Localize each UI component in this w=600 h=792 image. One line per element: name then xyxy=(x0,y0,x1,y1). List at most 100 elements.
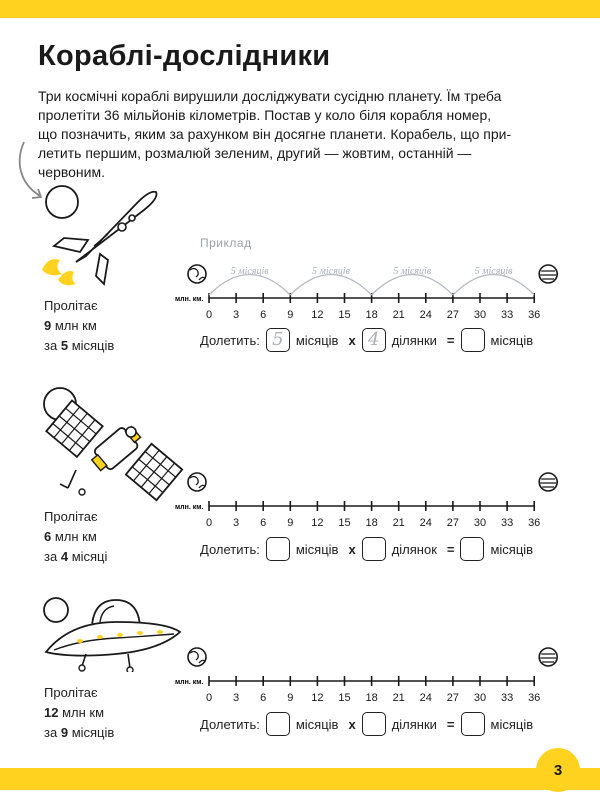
tick-label: 9 xyxy=(287,309,293,320)
time-unit: місяців xyxy=(71,338,115,353)
rocket-flame-icon xyxy=(42,259,76,286)
example-arc xyxy=(289,274,373,296)
tick-label: 9 xyxy=(287,692,293,704)
multiply-sign: x xyxy=(348,332,356,348)
equation-2: Долетить: місяців x ділянок = місяців xyxy=(200,537,537,561)
equals-sign: = xyxy=(446,541,455,557)
arc-label: 5 місяців xyxy=(393,266,432,277)
ship1-caption: Пролітає 9 млн км за 5 місяців xyxy=(44,296,114,356)
tick-label: 12 xyxy=(311,692,323,704)
equation-3: Долетить: місяців x ділянки = місяців xyxy=(200,712,537,736)
axis-unit-label: млн. км. xyxy=(175,296,203,303)
curved-arrow-icon xyxy=(18,141,43,199)
earth-icon xyxy=(187,647,207,667)
distance-value: 12 xyxy=(44,705,59,720)
ufo-icon xyxy=(44,599,182,672)
tick-label: 27 xyxy=(447,309,459,320)
tick-label: 30 xyxy=(474,309,486,320)
intro-line: Три космічні кораблі вирушили досліджува… xyxy=(38,88,502,104)
answer-box-result[interactable] xyxy=(460,537,485,561)
answer-box-result[interactable] xyxy=(460,328,485,352)
tick-label: 3 xyxy=(233,692,239,704)
tick-label: 33 xyxy=(501,309,513,320)
time-value: 4 xyxy=(60,549,69,564)
equation-lead: Долетить: xyxy=(200,716,260,732)
tick-label: 18 xyxy=(365,309,377,320)
time-prefix: за xyxy=(44,338,58,353)
equals-sign: = xyxy=(446,332,455,348)
time-prefix: за xyxy=(44,725,58,740)
answer-box-months[interactable]: 5 xyxy=(265,328,290,352)
ship2-caption: Пролітає 6 млн км за 4 місяці xyxy=(44,507,107,567)
tick-label: 33 xyxy=(501,692,513,704)
equation-1: Долетить: 5 місяців x 4 ділянки = місяці… xyxy=(200,328,537,352)
intro-line: пролетіти 36 мільйонів кілометрів. Поста… xyxy=(38,107,492,123)
example-arc xyxy=(452,274,535,296)
answer-box-months[interactable] xyxy=(265,537,290,561)
tick-label: 18 xyxy=(365,692,377,704)
tick-label: 30 xyxy=(474,692,486,704)
answer-box-segments[interactable]: 4 xyxy=(361,328,386,352)
planet-icon xyxy=(538,472,559,492)
tick-label: 12 xyxy=(311,517,323,529)
equation-unit: місяців xyxy=(490,332,534,348)
time-value: 5 xyxy=(60,338,69,353)
arc-label: 5 місяців xyxy=(475,266,514,277)
tick-label: 24 xyxy=(420,517,432,529)
tick-label: 6 xyxy=(260,692,266,704)
earth-icon xyxy=(187,472,207,492)
page-title: Кораблі-дослідники xyxy=(38,40,331,72)
tick-label: 21 xyxy=(393,309,405,320)
tick-label: 3 xyxy=(233,517,239,529)
time-value: 9 xyxy=(60,725,69,740)
answer-box-segments[interactable] xyxy=(361,537,386,561)
equation-lead: Долетить: xyxy=(200,541,260,557)
answer-box-result[interactable] xyxy=(460,712,485,736)
tick-label: 15 xyxy=(338,517,350,529)
equation-unit: місяців xyxy=(490,716,534,732)
tick-label: 36 xyxy=(528,309,540,320)
bottom-band xyxy=(0,768,600,790)
time-unit: місяців xyxy=(71,725,115,740)
distance-value: 9 xyxy=(44,318,52,333)
top-band xyxy=(0,0,600,18)
tick-label: 21 xyxy=(393,692,405,704)
tick-label: 0 xyxy=(206,309,212,320)
example-arc xyxy=(371,274,454,296)
axis-unit-label: млн. км. xyxy=(175,679,203,686)
answer-box-segments[interactable] xyxy=(361,712,386,736)
tick-label: 12 xyxy=(311,309,323,320)
time-prefix: за xyxy=(44,549,58,564)
tick-label: 21 xyxy=(393,517,405,529)
example-label: Приклад xyxy=(200,236,252,250)
answer-box-months[interactable] xyxy=(265,712,290,736)
ufo-illustration xyxy=(43,597,182,672)
tick-label: 6 xyxy=(260,309,266,320)
tick-label: 33 xyxy=(501,517,513,529)
equation-unit: ділянки xyxy=(391,332,437,348)
tick-label: 15 xyxy=(338,692,350,704)
tick-label: 27 xyxy=(447,692,459,704)
equals-sign: = xyxy=(446,716,455,732)
planet-icon xyxy=(538,264,559,284)
example-arc xyxy=(208,274,291,296)
earth-icon xyxy=(187,264,207,284)
multiply-sign: x xyxy=(348,541,356,557)
planet-icon xyxy=(538,647,559,667)
arc-label: 5 місяців xyxy=(231,266,270,277)
distance-unit: млн км xyxy=(54,529,97,544)
tick-label: 18 xyxy=(365,517,377,529)
page-number: 3 xyxy=(536,748,580,792)
caption-prefix: Пролітає xyxy=(44,509,98,524)
moon-icon xyxy=(45,185,79,219)
caption-prefix: Пролітає xyxy=(44,298,98,313)
intro-text: Три космічні кораблі вирушили досліджува… xyxy=(38,87,573,182)
tick-label: 0 xyxy=(206,692,212,704)
rocket-illustration xyxy=(42,185,158,286)
equation-unit: місяців xyxy=(295,716,339,732)
tick-label: 27 xyxy=(447,517,459,529)
axis-unit-label: млн. км. xyxy=(175,504,203,511)
